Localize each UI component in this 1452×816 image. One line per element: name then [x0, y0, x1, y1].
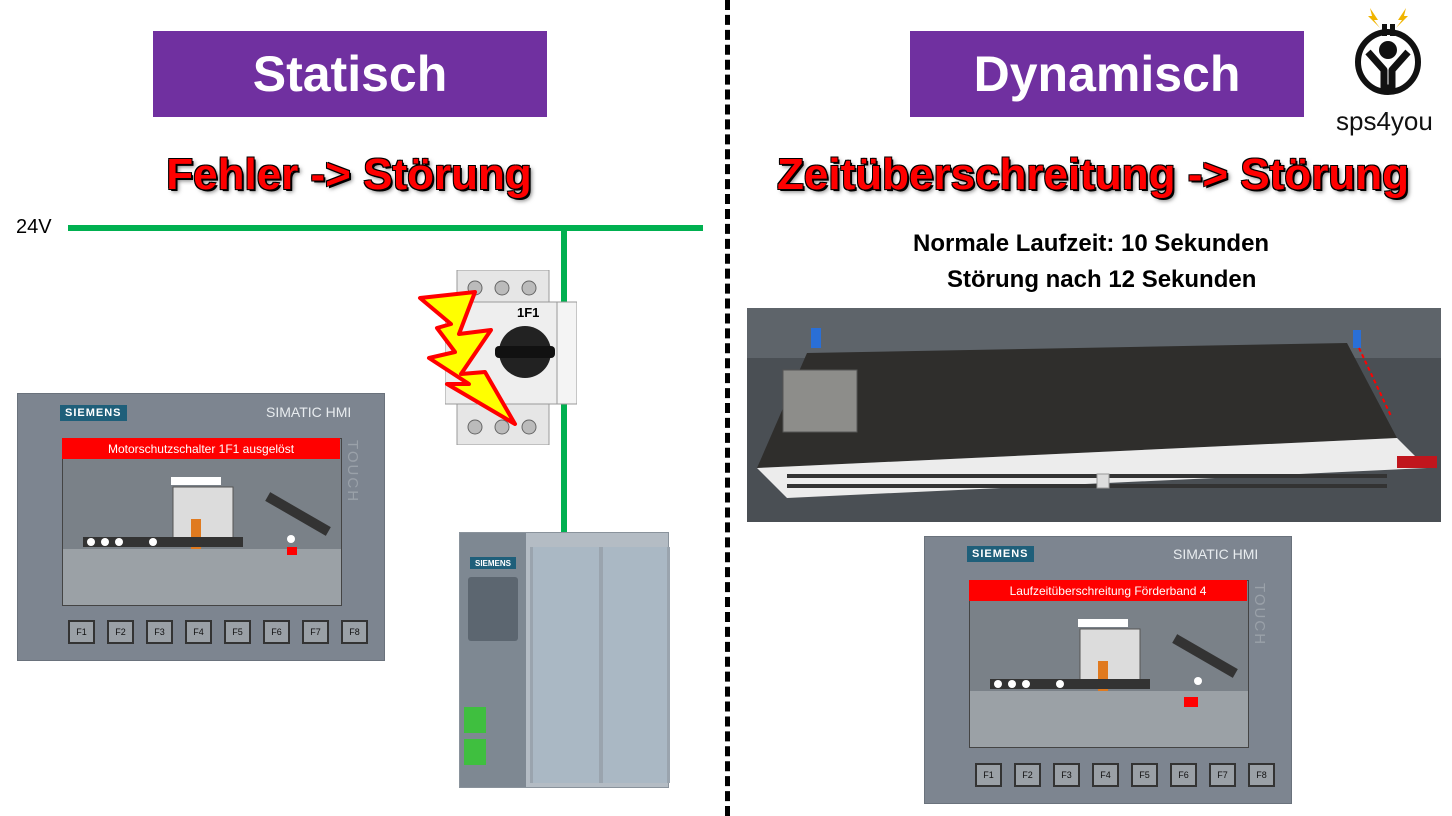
banner-dynamic: Dynamisch — [910, 31, 1304, 117]
sps4you-logo — [1348, 6, 1428, 98]
function-keys: F1 F2 F3 F4 F5 F6 F7 F8 — [68, 620, 368, 644]
title-static: Fehler -> Störung — [166, 150, 532, 199]
alarm-banner: Motorschutzschalter 1F1 ausgelöst — [62, 438, 340, 459]
hmi-screen — [969, 580, 1249, 748]
function-keys: F1 F2 F3 F4 F5 F6 F7 F8 — [975, 763, 1275, 787]
fkey-f6[interactable]: F6 — [263, 620, 290, 644]
fkey-f6[interactable]: F6 — [1170, 763, 1197, 787]
plant-scene-image — [970, 581, 1248, 747]
hmi-panel-dynamic: SIEMENS SIMATIC HMI TOUCH Laufzeitübersc… — [924, 536, 1292, 804]
fkey-f8[interactable]: F8 — [341, 620, 368, 644]
breaker-label: 1F1 — [517, 305, 540, 320]
logo-text: sps4you — [1336, 106, 1433, 136]
ethernet-port-icon — [464, 739, 486, 765]
hmi-brand: SIMATIC HMI — [266, 404, 352, 420]
plc-siemens-logo: SIEMENS — [470, 557, 516, 569]
fkey-f7[interactable]: F7 — [302, 620, 329, 644]
plc-display — [468, 577, 518, 641]
fkey-f5[interactable]: F5 — [224, 620, 251, 644]
conveyor-image — [747, 308, 1441, 522]
supply-wire — [68, 225, 703, 231]
ethernet-port-icon — [464, 707, 486, 733]
fkey-f2[interactable]: F2 — [1014, 763, 1041, 787]
siemens-logo: SIEMENS — [967, 546, 1034, 562]
lightning-icon — [415, 288, 525, 428]
fkey-f1[interactable]: F1 — [975, 763, 1002, 787]
fkey-f8[interactable]: F8 — [1248, 763, 1275, 787]
hmi-screen — [62, 438, 342, 606]
plant-scene-image — [63, 439, 341, 605]
siemens-logo: SIEMENS — [60, 405, 127, 421]
title-dynamic: Zeitüberschreitung -> Störung — [777, 150, 1409, 199]
fkey-f1[interactable]: F1 — [68, 620, 95, 644]
plc-rack: SIEMENS — [459, 532, 670, 788]
fkey-f2[interactable]: F2 — [107, 620, 134, 644]
hmi-panel-static: SIEMENS SIMATIC HMI TOUCH Motorschutzsch… — [17, 393, 385, 661]
alarm-banner: Laufzeitüberschreitung Förderband 4 — [969, 580, 1247, 601]
hmi-touch-label: TOUCH — [1251, 583, 1268, 647]
fkey-f3[interactable]: F3 — [146, 620, 173, 644]
runtime-fault: Störung nach 12 Sekunden — [947, 266, 1257, 293]
fkey-f4[interactable]: F4 — [185, 620, 212, 644]
io-module-2 — [600, 547, 670, 783]
runtime-normal: Normale Laufzeit: 10 Sekunden — [913, 230, 1270, 257]
fkey-f3[interactable]: F3 — [1053, 763, 1080, 787]
section-divider — [725, 0, 730, 816]
fkey-f4[interactable]: F4 — [1092, 763, 1119, 787]
banner-static: Statisch — [153, 31, 547, 117]
fkey-f5[interactable]: F5 — [1131, 763, 1158, 787]
voltage-label: 24V — [16, 216, 52, 238]
io-module-1 — [530, 547, 602, 783]
hmi-touch-label: TOUCH — [344, 440, 361, 504]
fkey-f7[interactable]: F7 — [1209, 763, 1236, 787]
hmi-brand: SIMATIC HMI — [1173, 546, 1259, 562]
